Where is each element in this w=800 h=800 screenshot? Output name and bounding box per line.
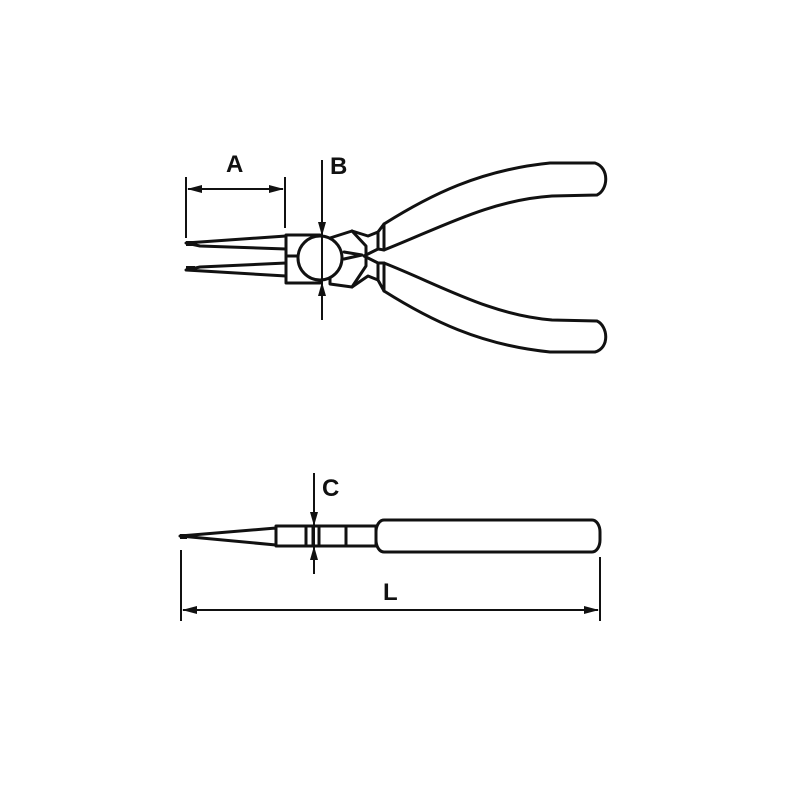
upper-handle <box>376 161 608 252</box>
side-tip-end <box>180 534 187 539</box>
joint-detail <box>350 229 368 289</box>
arrowhead-icon <box>269 185 284 193</box>
upper-jaw <box>184 234 288 251</box>
dimension-label-a: A <box>226 151 243 178</box>
spring-icon <box>342 250 364 261</box>
dimension-b: B <box>318 153 347 320</box>
side-body <box>274 524 378 548</box>
dimension-label-c: C <box>322 475 339 502</box>
dimension-a: A <box>185 151 286 238</box>
lower-tip <box>186 266 195 271</box>
top-view: A B <box>184 151 608 354</box>
upper-tip <box>186 241 195 246</box>
dimension-c: C <box>310 473 339 574</box>
lower-jaw <box>184 261 288 278</box>
jaw-tips <box>184 234 288 278</box>
pivot-rivet <box>296 234 344 282</box>
arrowhead-icon <box>584 606 599 614</box>
arrowhead-icon <box>318 282 326 296</box>
side-view: C L <box>178 473 602 621</box>
arrowhead-icon <box>318 222 326 236</box>
arrowhead-icon <box>310 546 318 560</box>
arrowhead-icon <box>187 185 202 193</box>
arrowhead-icon <box>310 512 318 526</box>
dimension-label-l: L <box>383 579 398 606</box>
arrowhead-icon <box>182 606 197 614</box>
side-handle <box>374 518 602 554</box>
dimension-l: L <box>180 550 601 621</box>
dimension-label-b: B <box>330 153 347 180</box>
side-tip <box>178 526 278 547</box>
lower-handle <box>376 261 608 354</box>
